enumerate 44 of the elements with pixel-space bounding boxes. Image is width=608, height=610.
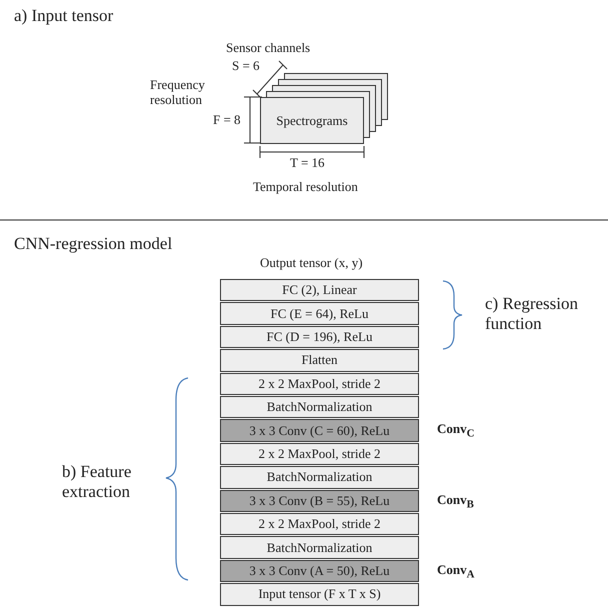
dimension-label: Frequency resolution bbox=[150, 77, 206, 107]
spectrogram-sheet bbox=[260, 97, 364, 144]
layer-box bbox=[220, 349, 419, 372]
conv-block-label: Conv$_{A}$ bbox=[437, 562, 474, 582]
layer-label: FC (D = 196), ReLu bbox=[266, 328, 372, 345]
layer-label: 3 x 3 Conv (C = 60), ReLu bbox=[249, 422, 390, 439]
layer-label: 2 x 2 MaxPool, stride 2 bbox=[258, 516, 381, 532]
conv-layer-box bbox=[220, 490, 419, 512]
layer-box bbox=[220, 326, 419, 348]
section-heading: CNN-regression model bbox=[14, 234, 172, 254]
layer-label: 2 x 2 MaxPool, stride 2 bbox=[258, 376, 381, 392]
dimension-label: T = 16 bbox=[290, 155, 325, 170]
layer-label: FC (2), Linear bbox=[282, 282, 357, 298]
layer-box bbox=[220, 536, 419, 559]
layer-label: BatchNormalization bbox=[266, 399, 372, 416]
dimension-label: Sensor channels bbox=[226, 40, 310, 55]
layer-label: 3 x 3 Conv (A = 50), ReLu bbox=[249, 562, 390, 579]
layer-box bbox=[220, 302, 419, 325]
group-label: c) Regression function bbox=[485, 294, 580, 334]
dimension-label: Temporal resolution bbox=[253, 179, 358, 194]
layer-label: BatchNormalization bbox=[266, 540, 372, 556]
layer-label: BatchNormalization bbox=[266, 469, 372, 486]
layer-box bbox=[220, 372, 419, 395]
conv-layer-box bbox=[220, 560, 419, 582]
conv-block-label: Conv$_{C}$ bbox=[437, 421, 474, 442]
section-heading: a) Input tensor bbox=[14, 6, 114, 26]
layer-label: FC (E = 64), ReLu bbox=[270, 306, 368, 322]
layer-box bbox=[220, 583, 419, 606]
output-label: Output tensor (x, y) bbox=[260, 255, 363, 270]
layer-label: Spectrograms bbox=[276, 112, 348, 128]
layer-box bbox=[220, 396, 419, 418]
dimension-label: F = 8 bbox=[213, 112, 241, 127]
layer-label: 2 x 2 MaxPool, stride 2 bbox=[258, 446, 381, 462]
group-label: b) Feature extraction bbox=[62, 462, 132, 502]
dimension-label: S = 6 bbox=[232, 58, 260, 73]
layer-box bbox=[220, 279, 419, 302]
layer-box bbox=[220, 513, 419, 536]
layer-label: Input tensor (F x T x S) bbox=[258, 586, 381, 602]
layer-box bbox=[220, 466, 419, 489]
conv-layer-box bbox=[220, 419, 419, 442]
conv-block-label: Conv$_{B}$ bbox=[437, 492, 474, 512]
layer-label: Flatten bbox=[301, 352, 338, 368]
layer-box bbox=[220, 442, 419, 466]
layer-label: 3 x 3 Conv (B = 55), ReLu bbox=[249, 492, 390, 509]
